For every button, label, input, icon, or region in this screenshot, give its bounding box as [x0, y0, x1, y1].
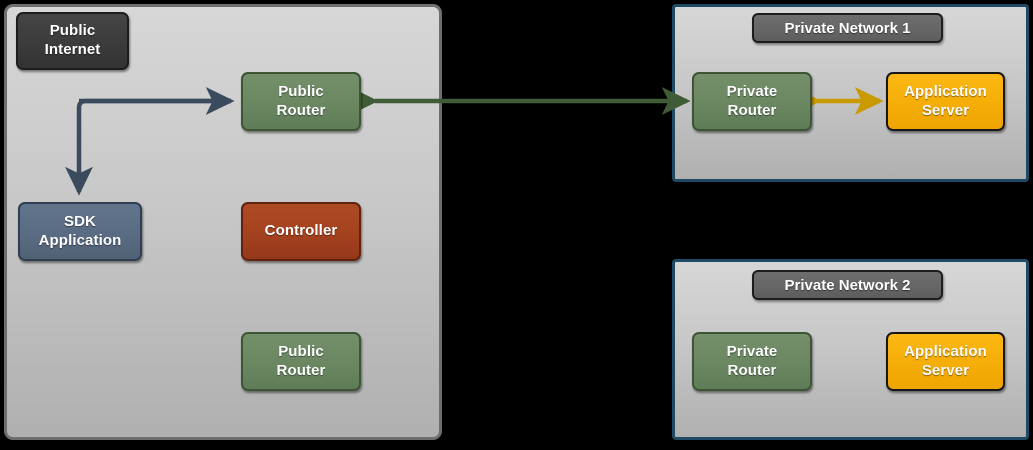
private-network-1-title: Private Network 1: [752, 13, 943, 43]
node-pn1-private-router-label: Private Router: [726, 82, 778, 119]
node-pn2-application-server[interactable]: Application Server: [886, 332, 1005, 391]
node-pn2-private-router-label: Private Router: [726, 342, 778, 379]
node-pn1-application-server[interactable]: Application Server: [886, 72, 1005, 131]
node-public-router-bottom-label: Public Router: [276, 342, 326, 379]
node-controller[interactable]: Controller: [241, 202, 361, 261]
node-pn2-private-router[interactable]: Private Router: [692, 332, 812, 391]
node-pn2-application-server-label: Application Server: [904, 342, 987, 379]
node-pn1-private-router[interactable]: Private Router: [692, 72, 812, 131]
node-public-router-bottom[interactable]: Public Router: [241, 332, 361, 391]
node-controller-label: Controller: [264, 222, 338, 240]
node-public-internet-label: Public Internet: [44, 22, 101, 58]
private-network-2-title: Private Network 2: [752, 270, 943, 300]
node-pn1-application-server-label: Application Server: [904, 82, 987, 119]
node-sdk-application[interactable]: SDK Application: [18, 202, 142, 261]
node-public-router-top[interactable]: Public Router: [241, 72, 361, 131]
node-public-internet[interactable]: Public Internet: [16, 12, 129, 70]
node-sdk-application-label: SDK Application: [38, 212, 122, 249]
node-public-router-top-label: Public Router: [276, 82, 326, 119]
